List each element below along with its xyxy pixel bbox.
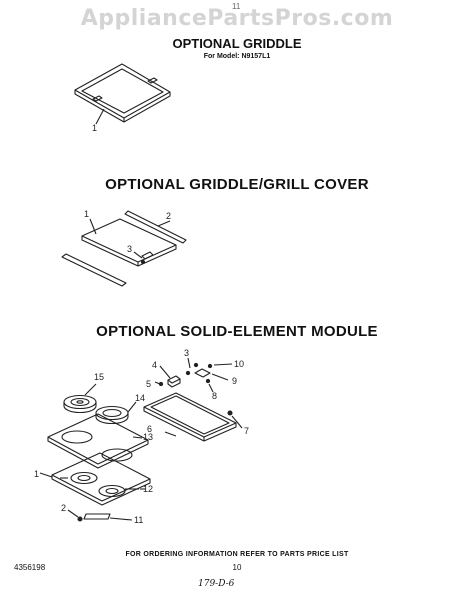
callout-module-12: 12 — [143, 484, 153, 494]
callout-module-10: 10 — [234, 359, 244, 369]
watermark: AppliancePartsPros.com — [80, 6, 394, 31]
module-title: OPTIONAL SOLID-ELEMENT MODULE — [96, 323, 378, 340]
callout-module-1: 1 — [34, 469, 39, 479]
callout-cover-1: 1 — [84, 209, 89, 219]
callout-module-8: 8 — [212, 391, 217, 401]
griddle-callouts: 1 — [92, 123, 97, 133]
cover-drawing — [61, 210, 187, 287]
top-mark: 11 — [232, 2, 241, 11]
callout-module-14: 14 — [135, 393, 145, 403]
ordering-note: FOR ORDERING INFORMATION REFER TO PARTS … — [125, 551, 349, 558]
model-label: For Model: N9157L1 — [203, 53, 271, 60]
cover-title: OPTIONAL GRIDDLE/GRILL COVER — [105, 176, 369, 193]
callout-module-15: 15 — [94, 372, 104, 382]
callout-module-3: 3 — [184, 348, 189, 358]
callout-module-4: 4 — [152, 360, 157, 370]
module-callouts: 1 2 3 4 5 6 7 8 9 10 11 12 13 14 15 — [34, 348, 249, 525]
handwritten-note: 179-D-6 — [198, 579, 235, 589]
cover-callouts: 1 2 3 — [84, 209, 171, 254]
callout-module-7: 7 — [244, 426, 249, 436]
callout-griddle-1: 1 — [92, 123, 97, 133]
module-drawing — [47, 357, 243, 522]
griddle-title: OPTIONAL GRIDDLE — [172, 36, 302, 51]
griddle-drawing — [74, 63, 171, 125]
callout-module-11: 11 — [134, 515, 143, 525]
callout-module-9: 9 — [232, 376, 237, 386]
page-number: 10 — [232, 563, 242, 572]
callout-cover-2: 2 — [166, 211, 171, 221]
callout-module-2: 2 — [61, 503, 66, 513]
callout-cover-3: 3 — [127, 244, 132, 254]
document-number: 4356198 — [14, 563, 46, 572]
callout-module-6: 6 — [147, 424, 152, 434]
callout-module-13: 13 — [143, 432, 153, 442]
callout-module-5: 5 — [146, 379, 151, 389]
